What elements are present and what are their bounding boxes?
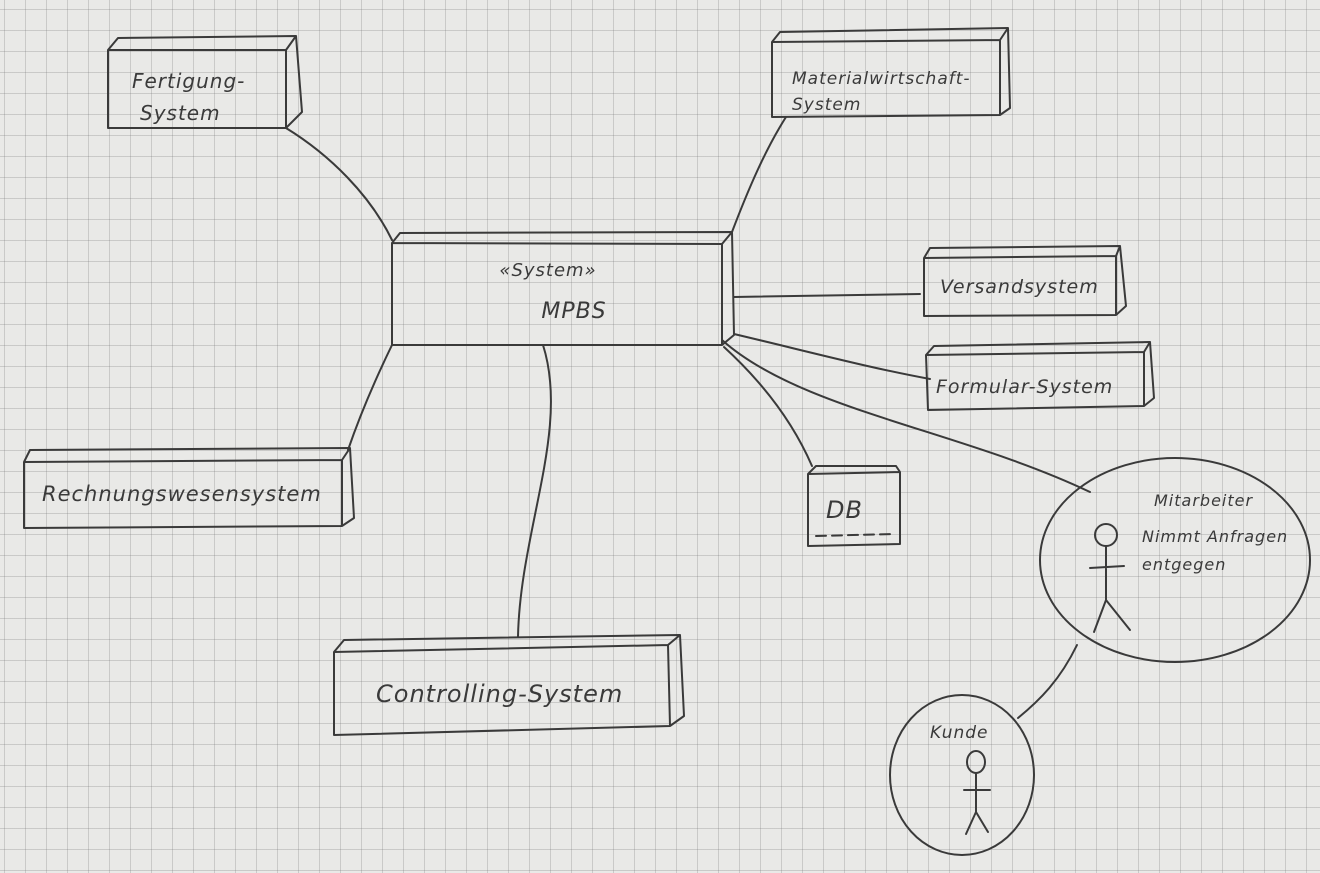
edge-mitarbeiter-kunde (1017, 644, 1078, 719)
kunde-label: Kunde (930, 723, 989, 743)
mitarbeiter-label-line2: Nimmt Anfragen (1142, 527, 1288, 546)
material-label-line1: Materialwirtschaft- (792, 69, 971, 89)
formular-label: Formular-System (936, 376, 1113, 398)
node-mpbs: «System» MPBS (391, 231, 735, 346)
kunde-head (966, 750, 986, 774)
node-controlling-system: Controlling-System (333, 634, 685, 736)
connectors (285, 116, 1091, 719)
fertigung-label-line2: System (140, 101, 221, 125)
mitarbeiter-head (1094, 523, 1118, 547)
versand-label: Versandsystem (940, 276, 1099, 298)
mitarbeiter-label-line3: entgegen (1142, 555, 1226, 574)
mitarbeiter-body (1089, 545, 1131, 633)
node-fertigung-system: Fertigung- System (107, 35, 303, 129)
mitarbeiter-boundary (1039, 457, 1311, 663)
node-materialwirtschaft-system: Materialwirtschaft- System (771, 27, 1011, 118)
node-db: DB (807, 465, 901, 547)
actor-kunde: Kunde (889, 694, 1035, 856)
actor-mitarbeiter: Mitarbeiter Nimmt Anfragen entgegen (1039, 457, 1311, 663)
node-rechnungswesensystem: Rechnungswesensystem (23, 447, 355, 529)
edge-mpbs-fertigung (285, 127, 393, 241)
edge-mpbs-versand (733, 293, 921, 298)
mpbs-name: MPBS (541, 299, 606, 324)
material-label-line2: System (792, 95, 861, 115)
edge-mpbs-db (723, 346, 813, 467)
edge-mpbs-mitarbeiter (721, 339, 1091, 493)
mpbs-stereotype: «System» (499, 260, 596, 281)
rechnungswesen-label: Rechnungswesensystem (42, 482, 322, 506)
node-versandsystem: Versandsystem (923, 245, 1127, 317)
edge-mpbs-material (731, 116, 787, 233)
edge-mpbs-controlling (517, 344, 552, 638)
kunde-body (963, 772, 991, 835)
node-formular-system: Formular-System (925, 341, 1155, 411)
controlling-label: Controlling-System (376, 680, 623, 708)
kunde-boundary (889, 694, 1035, 856)
fertigung-label-line1: Fertigung- (132, 69, 245, 93)
edge-mpbs-formular (733, 333, 931, 380)
edge-mpbs-rechnungswesen (347, 344, 393, 451)
db-label: DB (826, 496, 863, 524)
mitarbeiter-label-line1: Mitarbeiter (1154, 491, 1253, 510)
